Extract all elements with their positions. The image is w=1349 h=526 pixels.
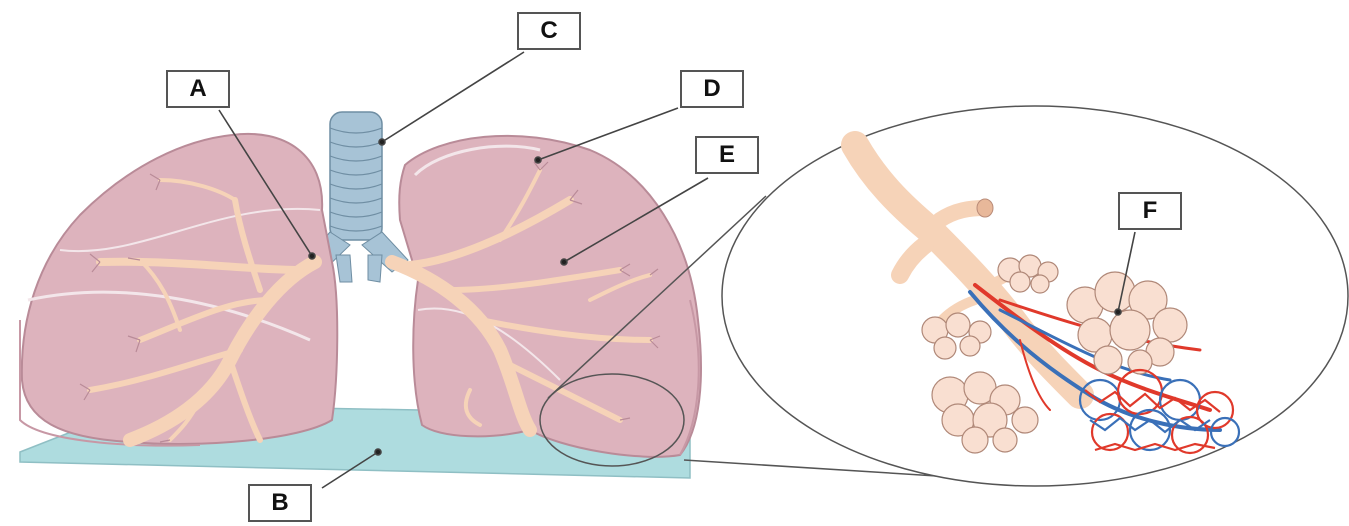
label-c: C bbox=[517, 12, 581, 50]
label-d: D bbox=[680, 70, 744, 108]
label-b: B bbox=[248, 484, 312, 522]
label-a: A bbox=[166, 70, 230, 108]
label-f: F bbox=[1118, 192, 1182, 230]
label-e: E bbox=[695, 136, 759, 174]
